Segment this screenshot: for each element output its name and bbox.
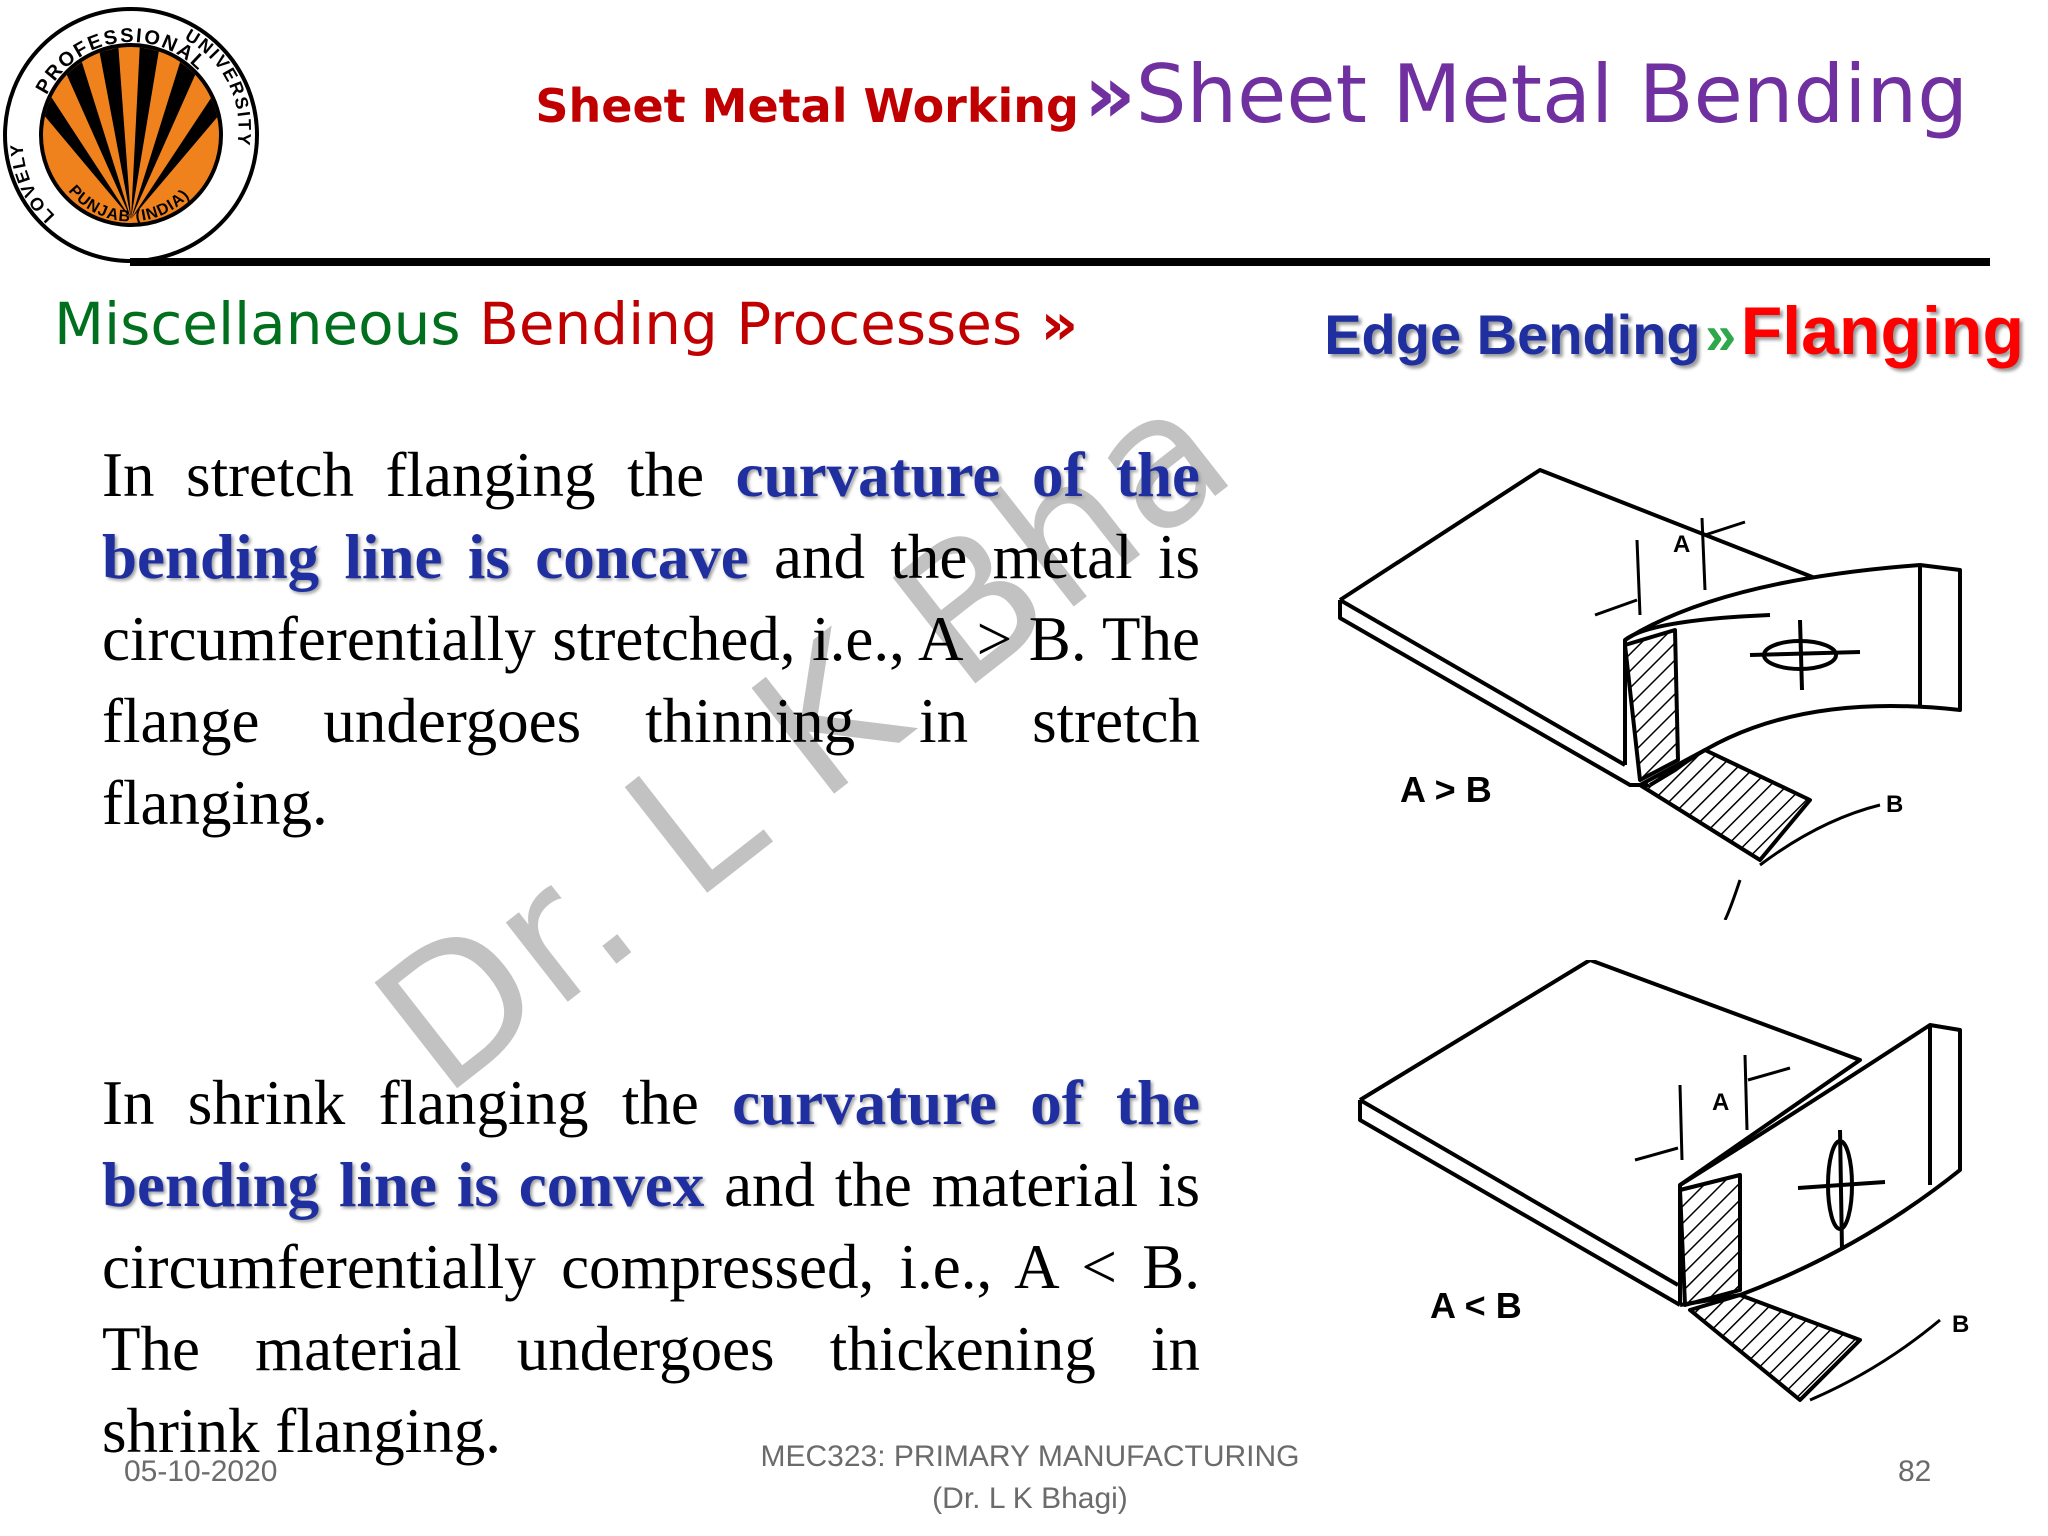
shrink-relation: A < B [1430,1285,1522,1326]
subheading-arrow: » [1040,290,1079,358]
subheading-misc: Miscellaneous [54,290,461,358]
topic-title: Sheet Metal Bending [1135,48,1968,141]
subheading-edge-bending: Edge Bending [1324,303,1701,366]
stretch-text-after: and the metal is circumferentially stret… [102,522,1200,838]
stretch-flange-diagram: A B A > B [1338,468,1962,920]
shrink-text-before: In shrink flanging the [102,1068,733,1138]
breadcrumb-separator: » [1084,48,1136,141]
shrink-text-after: and the material is circumferentially co… [102,1150,1200,1466]
stretch-text-before: In stretch flanging the [102,440,736,510]
stretch-label-b: B [1886,791,1903,818]
subheading-flanging: Flanging [1740,293,2024,369]
subheading-left: Miscellaneous Bending Processes » [54,290,1078,358]
shrink-flanging-paragraph: In shrink flanging the curvature of the … [102,1062,1200,1472]
stretch-label-a: A [1673,531,1690,558]
subheading-separator: » [1705,303,1737,366]
shrink-highlight: curvature of the bending line is convex [102,1068,1200,1220]
footer-course: MEC323: PRIMARY MANUFACTURING (Dr. L K B… [760,1436,1300,1520]
shrink-label-a: A [1712,1089,1729,1116]
footer-date: 05-10-2020 [124,1455,278,1488]
header-divider [130,258,1990,266]
footer-course-line2: (Dr. L K Bhagi) [932,1482,1128,1515]
stretch-highlight: curvature of the bending line is concave [102,440,1200,592]
shrink-label-b: B [1952,1311,1969,1338]
stretch-relation: A > B [1400,769,1492,810]
page-title: Sheet Metal Working »Sheet Metal Bending [535,48,1968,141]
university-logo: PROFESSIONAL LOVELY UNIVERSITY PUNJAB (I… [3,7,259,263]
subheading-bending-processes: Bending Processes [479,290,1023,358]
page-number: 82 [1898,1455,1932,1488]
section-title: Sheet Metal Working [535,79,1079,133]
subheading-right: Edge Bending » Flanging [1324,292,2024,370]
shrink-flange-diagram: A B A < B [1358,960,1969,1402]
stretch-flanging-paragraph: In stretch flanging the curvature of the… [102,434,1200,844]
footer-course-line1: MEC323: PRIMARY MANUFACTURING [760,1440,1300,1473]
